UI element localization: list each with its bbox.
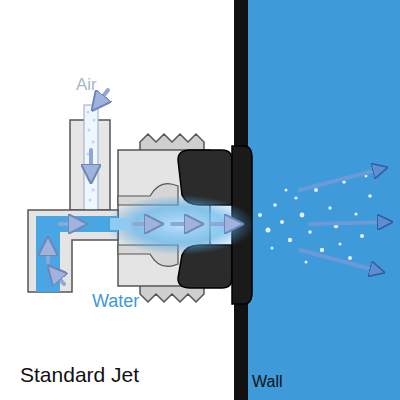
flow-arrows [48,90,240,284]
jet-arrow [172,222,200,226]
water-arrow [46,240,50,262]
air-arrow [89,150,93,180]
air-label: Air [76,76,97,93]
water-arrow [60,222,84,226]
nozzle-glow [105,195,255,255]
air-tube [84,105,98,210]
jet-type-label: Standard Jet [20,364,139,385]
wall-label: Wall [252,374,283,390]
jet-arrow [212,222,240,226]
air-bubbles [87,111,96,202]
jet-arrow [134,222,160,226]
spray-arrows [300,168,390,272]
pool-water [248,0,400,400]
nozzle-stream [110,218,130,230]
water-label: Water [92,292,139,310]
water-body [28,210,118,292]
water-arrow [50,268,64,284]
